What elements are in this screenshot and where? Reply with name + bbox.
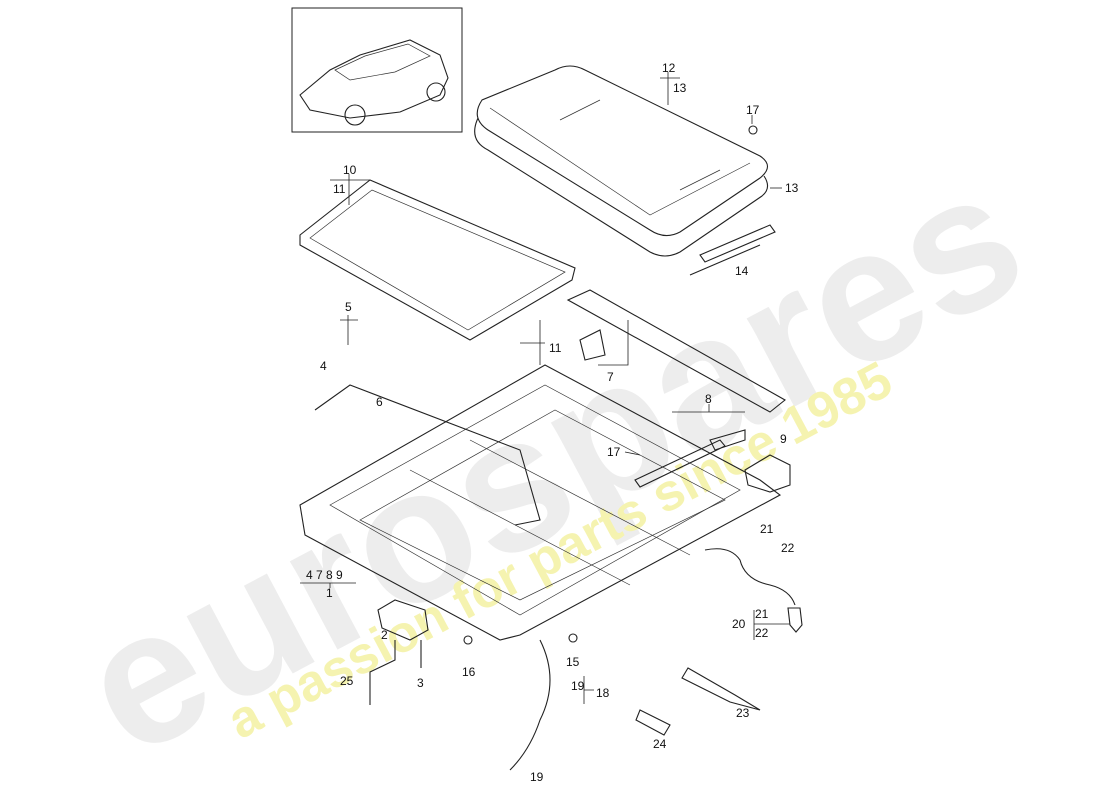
- callout-15: 15: [566, 655, 580, 669]
- callout-2: 2: [381, 628, 388, 642]
- callout-3: 3: [417, 676, 424, 690]
- motor: [377, 599, 429, 641]
- callout-20: 20: [732, 617, 746, 631]
- callout-1: 1: [326, 586, 333, 600]
- callout-6: 6: [376, 395, 383, 409]
- cross-member: [566, 289, 786, 413]
- sunshade-panel: [299, 179, 576, 341]
- callout-labels: 12 13 17 13 14 10 11 5 4 6 11 7 8 17 9 2…: [306, 61, 799, 784]
- callout-22: 22: [781, 541, 795, 555]
- callout-21: 21: [760, 522, 774, 536]
- callout-23: 23: [736, 706, 750, 720]
- callout-8: 8: [705, 392, 712, 406]
- callout-11: 11: [333, 182, 346, 196]
- crank: [369, 640, 396, 705]
- drain-hose-right: [704, 548, 796, 606]
- callout-13: 13: [785, 181, 799, 195]
- callout-21: 21: [755, 607, 769, 621]
- callout-22: 22: [755, 626, 769, 640]
- vehicle-thumbnail: [291, 7, 463, 133]
- bolt: [748, 125, 758, 135]
- leader-lines: [300, 72, 790, 704]
- callout-24: 24: [653, 737, 667, 751]
- grease-tube: [635, 709, 671, 736]
- drive-unit: [744, 454, 791, 493]
- watermark-brand: eurospares: [50, 128, 1054, 796]
- callout-19: 19: [530, 770, 544, 784]
- callout-5: 5: [345, 300, 352, 314]
- guide-rail: [689, 224, 776, 276]
- callout-19: 19: [571, 679, 585, 693]
- callout-11: 11: [549, 341, 562, 355]
- slider: [634, 429, 746, 488]
- callout-25: 25: [340, 674, 354, 688]
- sealant-tube: [681, 667, 761, 711]
- callout-16: 16: [462, 665, 476, 679]
- callout-7: 7: [607, 370, 614, 384]
- callout-13: 13: [673, 81, 687, 95]
- callout-14: 14: [735, 264, 749, 278]
- callout-4: 4: [320, 359, 327, 373]
- callout-4-7-8-9: 4 7 8 9: [306, 568, 343, 582]
- callout-17: 17: [746, 103, 760, 117]
- callout-17: 17: [607, 445, 621, 459]
- drain-hose: [509, 639, 551, 771]
- callout-9: 9: [780, 432, 787, 446]
- sunroof-frame: [299, 364, 782, 641]
- callout-12: 12: [662, 61, 676, 75]
- glass-panel: [474, 65, 769, 257]
- callout-10: 10: [343, 163, 357, 177]
- watermark: eurospares a passion for parts since 198…: [50, 128, 1054, 796]
- callout-18: 18: [596, 686, 610, 700]
